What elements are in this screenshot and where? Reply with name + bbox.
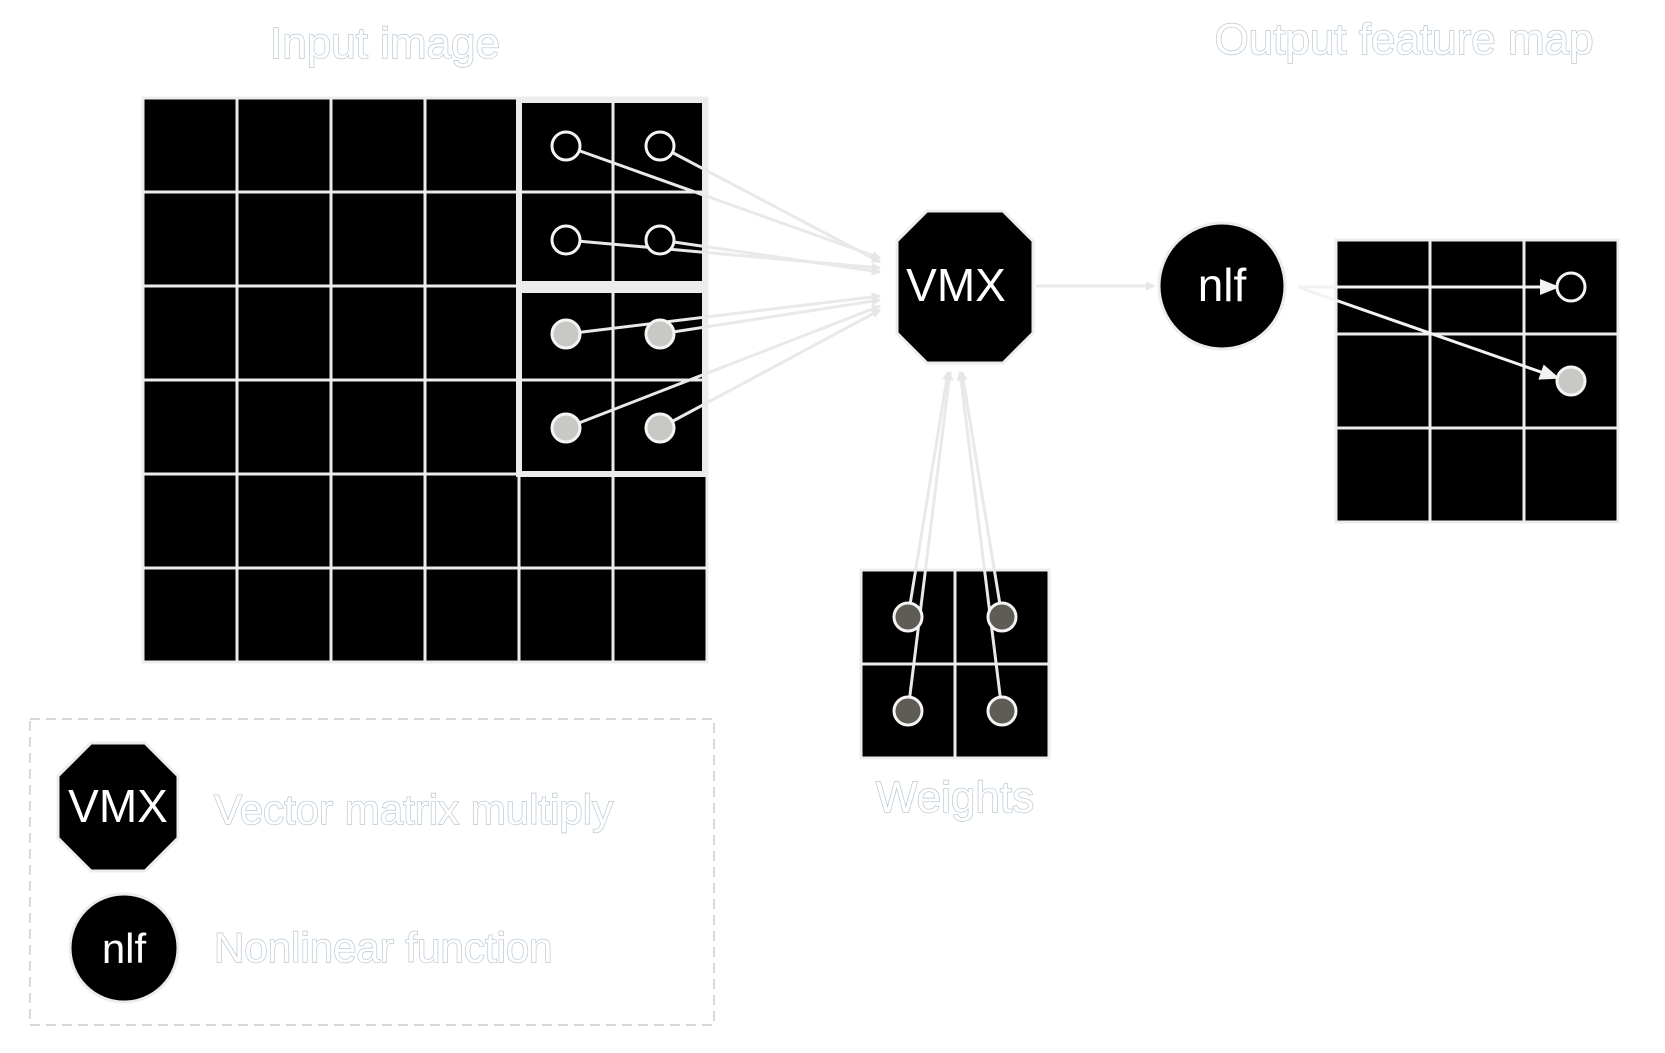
input-cell-r4c4 [423,378,521,476]
legend-vmx-symbol: VMX [68,780,168,832]
input-cell-r4c2 [235,378,333,476]
input-cell-r5c1 [141,472,239,570]
legend-vmx-octagon [56,741,180,873]
legend-nlf-symbol: nlf [102,925,147,972]
input-dot-hollow-r2c2 [644,224,676,256]
nlf-node: nlf [1157,221,1287,351]
nlf-circle [1157,221,1287,351]
vmx-label: VMX [906,259,1006,311]
output-dot-hollow [1555,271,1587,303]
input-cell-r6c4 [423,566,521,664]
input-image-cells [141,96,709,664]
input-dot-gray-r4c2 [644,412,676,444]
nlf-to-output-connections [1297,279,1560,380]
data-dots [550,130,1587,727]
input-dot-gray-r3c2 [644,318,676,350]
weights-to-vmx-connections [906,371,1004,712]
input-cell-r3c3 [329,284,427,382]
legend-nlf-label: Nonlinear function [214,924,553,971]
input-cell-r6c1 [141,566,239,664]
input-cell-r5c4 [423,472,521,570]
vmx-node: VMX [895,209,1035,365]
legend-vmx-label: Vector matrix multiply [214,786,613,833]
conn-weight-r2c2 [956,371,1004,712]
input-cell-r6c2 [235,566,333,664]
input-cell-r3c1 [141,284,239,382]
output-cell-r3c1 [1334,426,1432,524]
output-dot-gray [1555,365,1587,397]
input-cell-r6c6 [611,566,709,664]
legend-item-nlf: nlf Nonlinear function [68,892,553,1004]
input-cell-r1c2 [235,96,333,194]
weight-dot-r2c1 [892,695,924,727]
legend-item-vmx: VMX Vector matrix multiply [56,741,614,873]
conn-input-r2c2 [659,238,881,276]
conn-input-r3c2 [659,296,881,336]
input-cell-r4c1 [141,378,239,476]
output-cell-r3c3 [1522,426,1620,524]
conn-nlf-output-gray [1297,285,1560,380]
receptive-field-frame-upper [516,97,708,287]
input-dot-gray-r3c1 [550,318,582,350]
legend: VMX Vector matrix multiply nlf Nonlinear… [29,718,715,1026]
conn-weight-r1c2 [958,371,1004,618]
conn-input-r4c1 [565,304,881,430]
input-to-vmx-connections [565,144,881,430]
input-cell-r2c1 [141,190,239,288]
weight-dot-r2c2 [986,695,1018,727]
legend-nlf-circle [68,892,180,1004]
weights-title: Weights [876,773,1034,822]
input-cell-r2c2 [235,190,333,288]
nlf-label: nlf [1198,259,1247,311]
input-cell-r4c3 [329,378,427,476]
input-cell-r6c3 [329,566,427,664]
input-dot-hollow-r1c1 [550,130,582,162]
input-cell-r6c5 [517,566,615,664]
input-dot-gray-r4c1 [550,412,582,444]
input-cell-r2c4 [423,190,521,288]
conn-weight-r2c1 [906,371,954,712]
receptive-field-frame-lower [516,287,708,477]
output-feature-map-title: Output feature map [1214,15,1593,64]
input-cell-r5c2 [235,472,333,570]
input-cell-r5c3 [329,472,427,570]
input-cell-r5c6 [611,472,709,570]
conn-input-r3c1 [565,292,881,336]
input-cell-r3c4 [423,284,521,382]
input-cell-r1c3 [329,96,427,194]
legend-box [29,718,715,1026]
input-cell-r1c4 [423,96,521,194]
conn-input-r4c2 [659,308,881,430]
weight-cell-r2c1 [859,662,957,760]
weight-dot-r1c2 [986,601,1018,633]
conn-weight-r1c1 [906,371,952,618]
input-cell-r3c2 [235,284,333,382]
input-image-title: Input image [270,19,500,68]
weight-dot-r1c1 [892,601,924,633]
conn-input-r1c1 [565,144,881,260]
vmx-octagon [895,209,1035,365]
input-cell-r2c3 [329,190,427,288]
input-cell-r1c1 [141,96,239,194]
conn-input-r1c2 [659,144,881,264]
output-cell-r3c2 [1428,426,1526,524]
weights-grid [859,568,1051,760]
output-cell-r2c1 [1334,332,1432,430]
input-dot-hollow-r2c1 [550,224,582,256]
input-cell-r5c5 [517,472,615,570]
input-dot-hollow-r1c2 [644,130,676,162]
